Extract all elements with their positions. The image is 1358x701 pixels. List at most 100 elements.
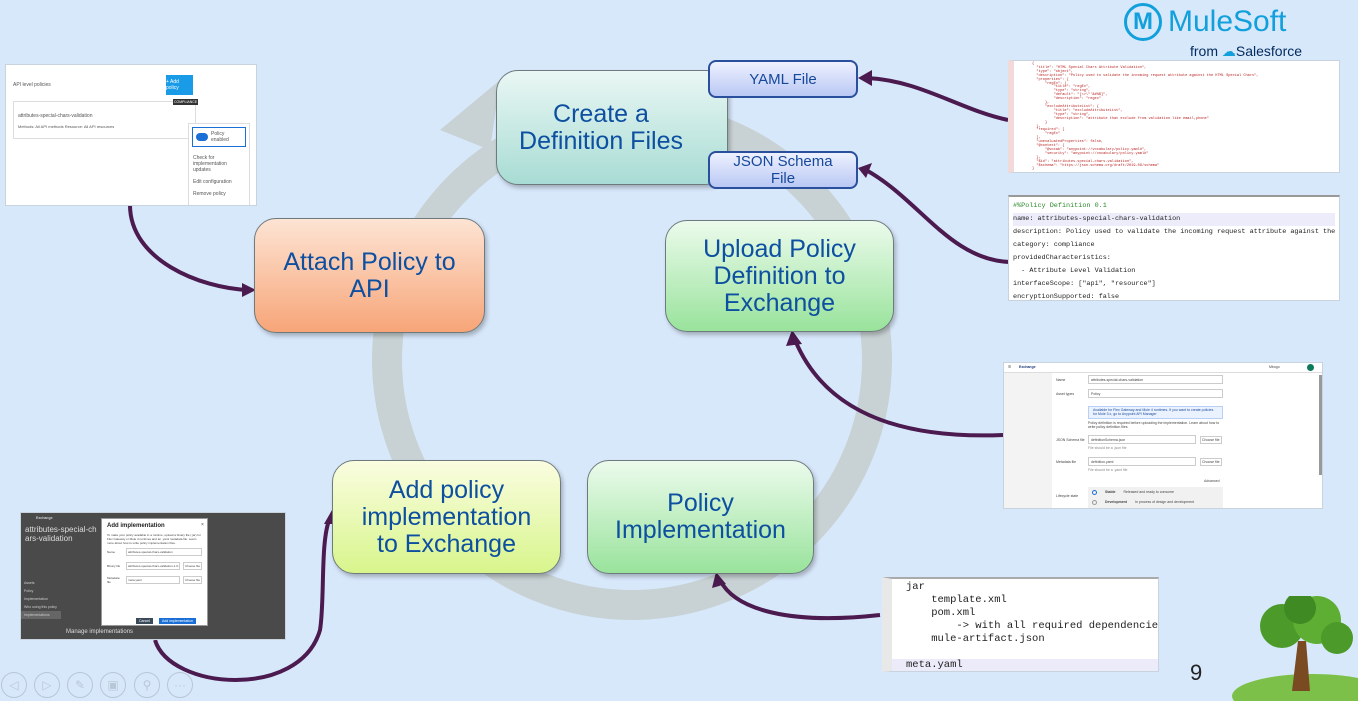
json-schema-code-screenshot: { "title": "HTML Special Chars Attribute… <box>1008 60 1340 173</box>
code-line: "unevaluatedProperties": false, <box>1032 140 1104 145</box>
field-hint: File should be a .json file <box>1088 446 1127 450</box>
slides-icon[interactable]: ▣ <box>100 672 126 698</box>
lifecycle-development-radio[interactable] <box>1092 500 1097 505</box>
lifecycle-stable-radio[interactable] <box>1092 490 1097 495</box>
code-line: "@context": { <box>1032 144 1065 149</box>
code-line: "description": "regex" <box>1032 97 1102 102</box>
dialog-title: Add implementation <box>107 523 165 529</box>
code-line: "type": "object", <box>1032 69 1073 74</box>
code-line: }, <box>1032 101 1050 106</box>
code-line: category: compliance <box>1013 241 1095 249</box>
zoom-icon[interactable]: ⚲ <box>134 672 160 698</box>
code-line: encryptionSupported: false <box>1013 293 1120 301</box>
code-line: - Attribute Level Validation <box>1013 267 1136 275</box>
connector-arrow-add-impl <box>153 517 332 682</box>
field-input[interactable]: definition.yaml <box>1088 457 1196 466</box>
code-line: description: Policy used to validate the… <box>1013 228 1336 236</box>
api-policies-heading: API level policies <box>13 82 51 88</box>
step-add-policy-implementation: Add policy implementation to Exchange <box>332 460 561 574</box>
logo-parent: Salesforce <box>1235 43 1303 59</box>
menu-check-updates[interactable]: Check for implementation updates <box>193 155 227 173</box>
exchange-info-banner: Available for Flex Gateway and Mule 4 ru… <box>1088 406 1223 419</box>
pen-icon[interactable]: ✎ <box>67 672 93 698</box>
dialog-field-input[interactable]: attributes-special-chars-validation <box>126 548 202 556</box>
lifecycle-stable: Stable <box>1105 490 1116 494</box>
cancel-button[interactable]: Cancel <box>136 618 153 624</box>
dialog-field-input[interactable]: meta.yaml <box>126 576 180 584</box>
code-line: "title": "HTML Special Chars Attribute V… <box>1032 65 1147 70</box>
sidebar-item[interactable]: Assets <box>24 581 35 585</box>
field-hint: File should be a .yaml file <box>1088 468 1128 472</box>
exchange-user[interactable]: Mbogo <box>1269 365 1280 369</box>
connector-arrow-jar <box>718 579 881 621</box>
code-line <box>906 646 1158 659</box>
jar-structure-screenshot: jar template.xml pom.xml -> with all req… <box>882 577 1159 672</box>
scrollbar[interactable] <box>1319 375 1322 475</box>
dialog-field-input[interactable]: attributes-special-chars-validation-1.0.… <box>126 562 180 570</box>
exchange-upload-screenshot: ☰ Exchange Mbogo Name attributes-special-c… <box>1003 362 1323 509</box>
exchange-note: Policy definition is required before upl… <box>1088 421 1220 429</box>
avatar[interactable] <box>1307 364 1314 371</box>
choose-file-button[interactable]: Choose file <box>182 576 202 584</box>
sidebar-item[interactable]: Implementation <box>24 597 48 601</box>
code-line: "title": "regEx", <box>1032 85 1091 90</box>
choose-file-button[interactable]: Choose file <box>1200 458 1222 466</box>
choose-file-button[interactable]: Choose file <box>1200 436 1222 444</box>
json-schema-file-tag: JSON Schema File <box>708 151 858 189</box>
code-line: } <box>1032 120 1048 125</box>
field-input[interactable]: Policy <box>1088 389 1223 398</box>
lifecycle-development-desc: In process of design and development <box>1134 500 1195 504</box>
step-attach-policy: Attach Policy to API <box>254 218 485 333</box>
code-line: "regEx" <box>1032 132 1061 137</box>
page-number: 9 <box>1190 660 1203 685</box>
menu-remove-policy[interactable]: Remove policy <box>193 191 226 197</box>
code-line: "regEx": { <box>1032 81 1067 86</box>
code-line: "type": "string", <box>1032 89 1091 94</box>
code-line: mule-artifact.json <box>906 633 1045 645</box>
connector-arrow-exchange <box>793 339 1004 438</box>
add-implementation-button[interactable]: Add implementation <box>159 618 196 624</box>
field-label: Asset types <box>1056 392 1075 396</box>
sidebar-item[interactable]: Who using this policy <box>24 605 57 609</box>
menu-policy-enabled: Policy enabled <box>211 131 229 143</box>
code-line: } <box>1032 167 1035 172</box>
code-line: "$id": "attributes-special-chars-validat… <box>1032 159 1134 164</box>
code-line: interfaceScope: ["api", "resource"] <box>1013 280 1156 288</box>
field-label: JSON Schema file <box>1056 438 1085 442</box>
field-input[interactable]: definitionSchema.json <box>1088 435 1196 444</box>
close-icon[interactable]: × <box>201 522 204 528</box>
add-policy-button[interactable]: + Add policy <box>166 75 193 95</box>
lifecycle-stable-desc: Released and ready to consume <box>1123 490 1174 494</box>
next-icon[interactable]: ▷ <box>34 672 60 698</box>
menu-edit-configuration[interactable]: Edit configuration <box>193 179 232 185</box>
add-implementation-dialog: Add implementation × To make your policy… <box>101 518 208 626</box>
policy-name: attributes-special-chars-validation <box>18 113 93 119</box>
api-policies-screenshot: API level policies + Add policy attribut… <box>5 64 257 206</box>
mulesoft-m-icon: M <box>1124 3 1162 41</box>
code-line: -> with all required dependencies <box>906 620 1159 632</box>
field-label: Name <box>1056 378 1066 382</box>
policy-enabled-toggle[interactable] <box>196 133 208 141</box>
mulesoft-logo: M MuleSoft from ☁Salesforce <box>1122 3 1352 59</box>
add-implementation-screenshot: Exchange attributes-special-chars-valida… <box>20 512 286 640</box>
previous-icon[interactable]: ◁ <box>1 672 27 698</box>
more-icon[interactable]: ··· <box>167 672 193 698</box>
code-line: "default": "[<>\"'&#%$]", <box>1032 93 1108 98</box>
step-policy-implementation: Policy Implementation <box>587 460 814 574</box>
sidebar-item[interactable]: Implementations <box>21 611 61 619</box>
code-line: "security": "anypoint://vocabulary/polic… <box>1032 151 1149 156</box>
choose-file-button[interactable]: Choose file <box>182 562 202 570</box>
dialog-field-label: Metadata file <box>107 576 120 584</box>
code-line: jar <box>906 581 925 593</box>
code-line: name: attributes-special-chars-validatio… <box>1013 213 1335 226</box>
exchange-app-title: Exchange <box>1019 365 1036 369</box>
code-line: "excludeAttributeList": { <box>1032 104 1099 109</box>
connector-arrow-yaml <box>865 168 1011 264</box>
advanced-toggle[interactable]: Advanced <box>1204 479 1220 483</box>
menu-icon[interactable]: ☰ <box>1008 365 1012 369</box>
yaml-file-tag: YAML File <box>708 60 858 98</box>
field-input[interactable]: attributes-special-chars-validation <box>1088 375 1223 384</box>
sidebar-item[interactable]: Policy <box>24 589 34 593</box>
